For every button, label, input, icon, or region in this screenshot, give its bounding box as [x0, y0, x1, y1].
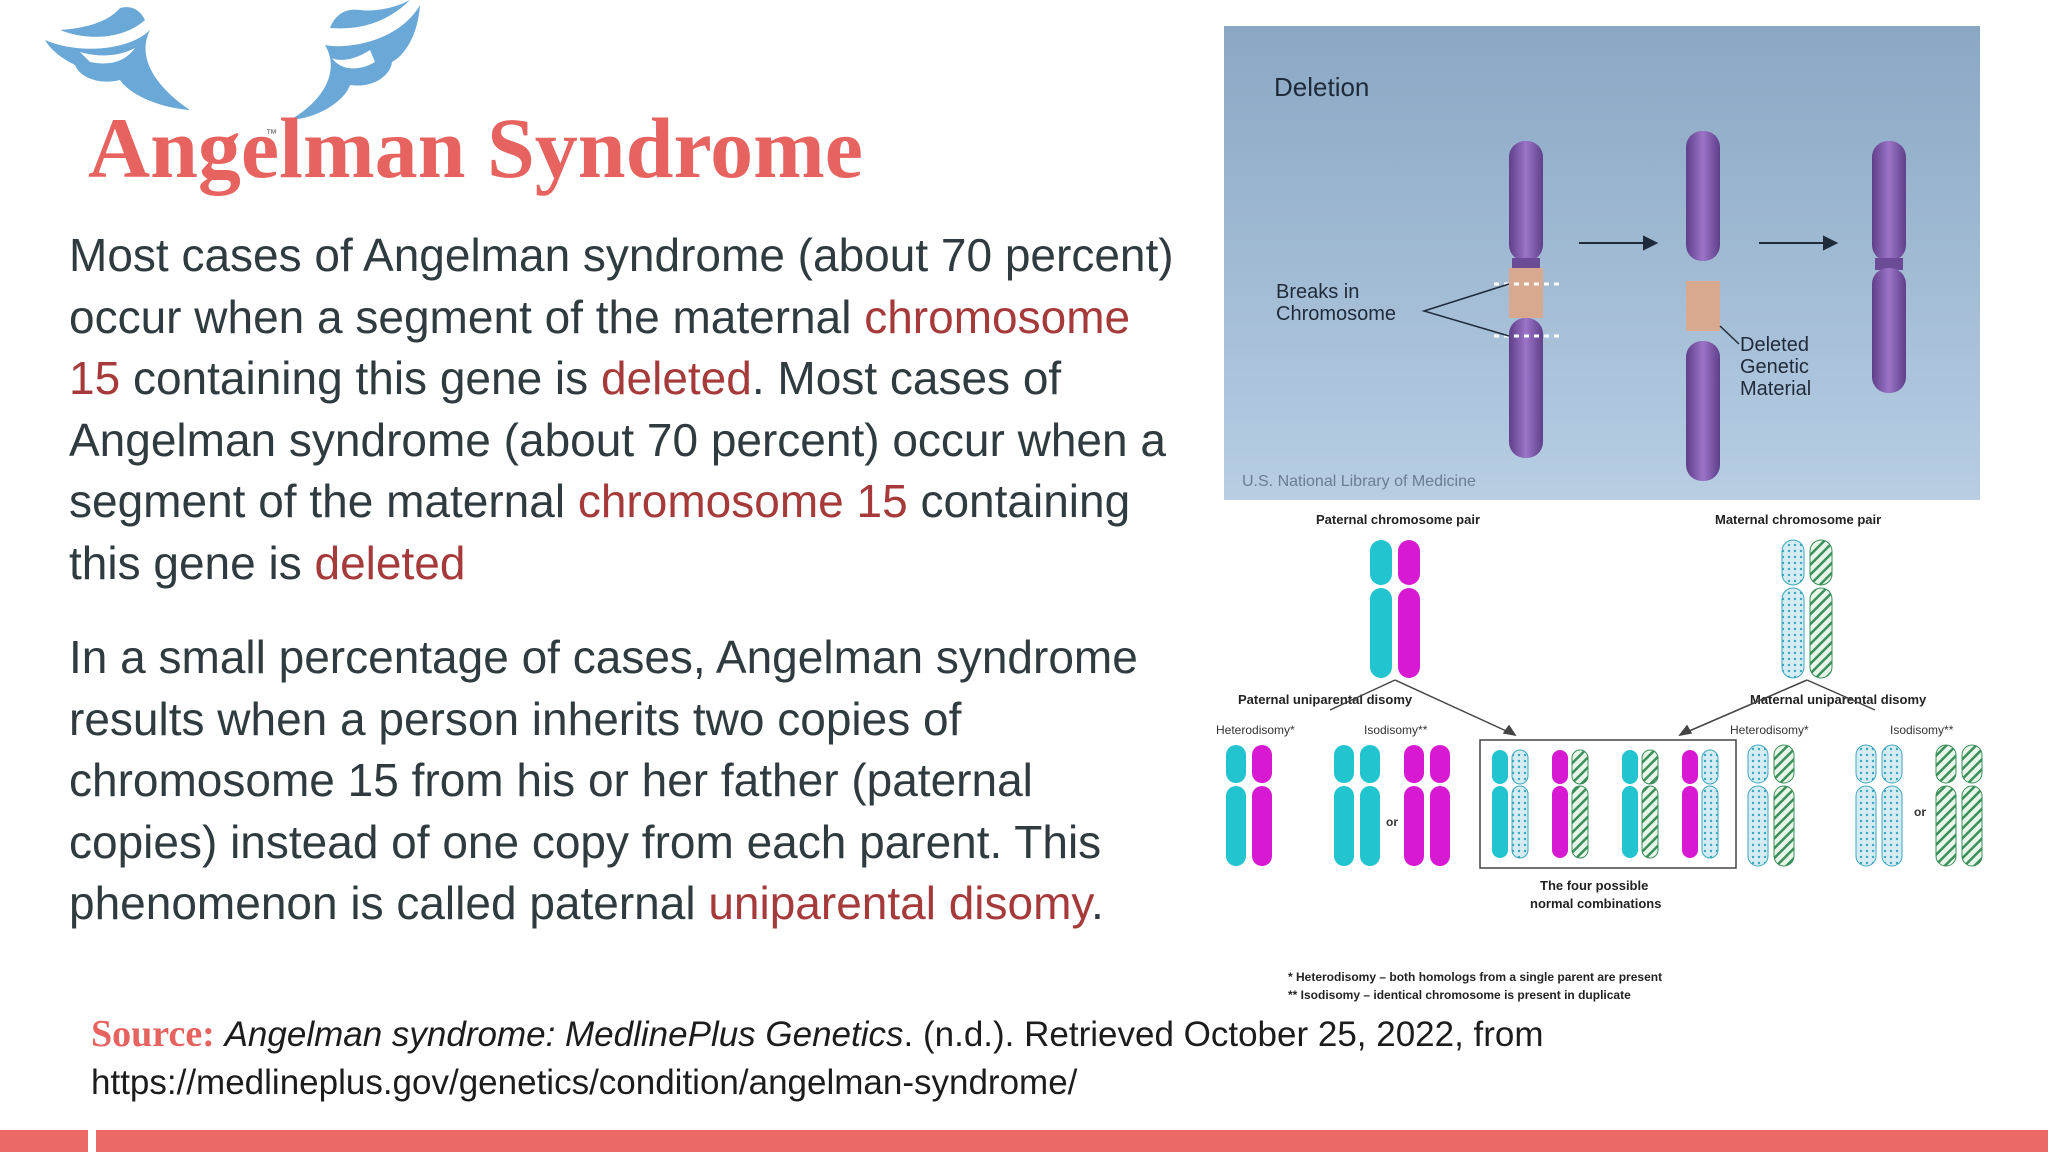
maternal-isodisomy-label: Isodisomy**	[1890, 723, 1954, 737]
source-retrieved: . (n.d.). Retrieved October 25, 2022, fr…	[903, 1015, 1544, 1054]
source-title: Angelman syndrome: MedlinePlus Genetics	[224, 1015, 904, 1054]
body-text-run: In a small percentage of cases, Angelman…	[69, 631, 1138, 929]
source-label: Source:	[91, 1013, 215, 1055]
trademark-symbol: ™	[266, 128, 277, 140]
paternal-upd-chromosomes	[1226, 745, 1450, 866]
deletion-figure-background	[1224, 26, 1980, 500]
isodisomy-footnote: ** Isodisomy – identical chromosome is p…	[1288, 988, 1631, 1002]
paragraph-uniparental-disomy: In a small percentage of cases, Angelman…	[69, 627, 1189, 935]
source-url[interactable]: https://medlineplus.gov/genetics/conditi…	[91, 1063, 1078, 1102]
body-text-run: .	[1091, 877, 1104, 929]
deleted-pointer-line	[1719, 325, 1740, 345]
normal-combinations-chromosomes	[1492, 749, 1719, 859]
disomy-figure: Paternal chromosome pair Maternal chromo…	[1216, 512, 1983, 1002]
body-text-run: Most cases of Angelman syndrome (about 7…	[69, 229, 1174, 343]
inheritance-arrows	[1329, 679, 1876, 737]
body-text-run: containing this gene is	[69, 475, 1131, 589]
breaks-label-line1: Breaks in	[1276, 281, 1359, 303]
maternal-pair-label: Maternal chromosome pair	[1715, 512, 1881, 527]
highlighted-term: chromosome 15	[69, 290, 1131, 405]
heterodisomy-footnote: * Heterodisomy – both homologs from a si…	[1288, 970, 1662, 984]
paternal-chromosome-pair	[1370, 540, 1420, 678]
deletion-figure: Deletion Breaks in Chromosome Deleted Ge…	[1224, 26, 1980, 500]
highlighted-term: deleted	[600, 352, 752, 404]
paragraph-deletion: Most cases of Angelman syndrome (about 7…	[69, 225, 1189, 594]
four-combinations-label-line2: normal combinations	[1530, 896, 1661, 911]
slide-title: Angelman Syndrome	[88, 100, 863, 196]
breaks-pointer-lines	[1421, 283, 1510, 337]
maternal-upd-label: Maternal uniparental disomy	[1750, 692, 1927, 707]
deletion-figure-credit: U.S. National Library of Medicine	[1242, 473, 1476, 490]
deletion-figure-title: Deletion	[1274, 72, 1369, 102]
maternal-or-label: or	[1914, 805, 1926, 819]
chromosome-original	[1494, 141, 1564, 458]
bottom-accent-bar	[0, 1130, 2048, 1152]
source-citation: Source: Angelman syndrome: MedlinePlus G…	[91, 1010, 1791, 1107]
highlighted-term: chromosome 15	[577, 475, 908, 527]
deleted-label-line2: Genetic	[1740, 356, 1809, 378]
deleted-label-line3: Material	[1740, 378, 1811, 400]
paternal-isodisomy-label: Isodisomy**	[1364, 723, 1428, 737]
highlighted-term: uniparental disomy	[708, 877, 1092, 929]
maternal-upd-chromosomes	[1747, 744, 1983, 867]
bottom-bar-divider	[88, 1130, 96, 1152]
maternal-heterodisomy-label: Heterodisomy*	[1730, 723, 1809, 737]
process-arrows	[1579, 235, 1839, 251]
four-combinations-label-line1: The four possible	[1540, 878, 1648, 893]
body-text-run: . Most cases of Angelman syndrome (about…	[69, 352, 1166, 527]
body-text-run: containing this gene is	[120, 352, 601, 404]
angel-wings-logo-icon	[45, 0, 420, 120]
breaks-label-line2: Chromosome	[1276, 303, 1396, 325]
normal-combinations-box	[1479, 739, 1737, 869]
maternal-chromosome-pair	[1781, 539, 1833, 679]
chromosome-broken	[1686, 131, 1720, 481]
paternal-or-label: or	[1386, 815, 1398, 829]
paternal-pair-label: Paternal chromosome pair	[1316, 512, 1480, 527]
paternal-upd-label: Paternal uniparental disomy	[1238, 692, 1413, 707]
deleted-label-line1: Deleted	[1740, 334, 1809, 356]
highlighted-term: deleted	[314, 536, 466, 589]
chromosome-deleted	[1872, 141, 1906, 393]
paternal-heterodisomy-label: Heterodisomy*	[1216, 723, 1295, 737]
